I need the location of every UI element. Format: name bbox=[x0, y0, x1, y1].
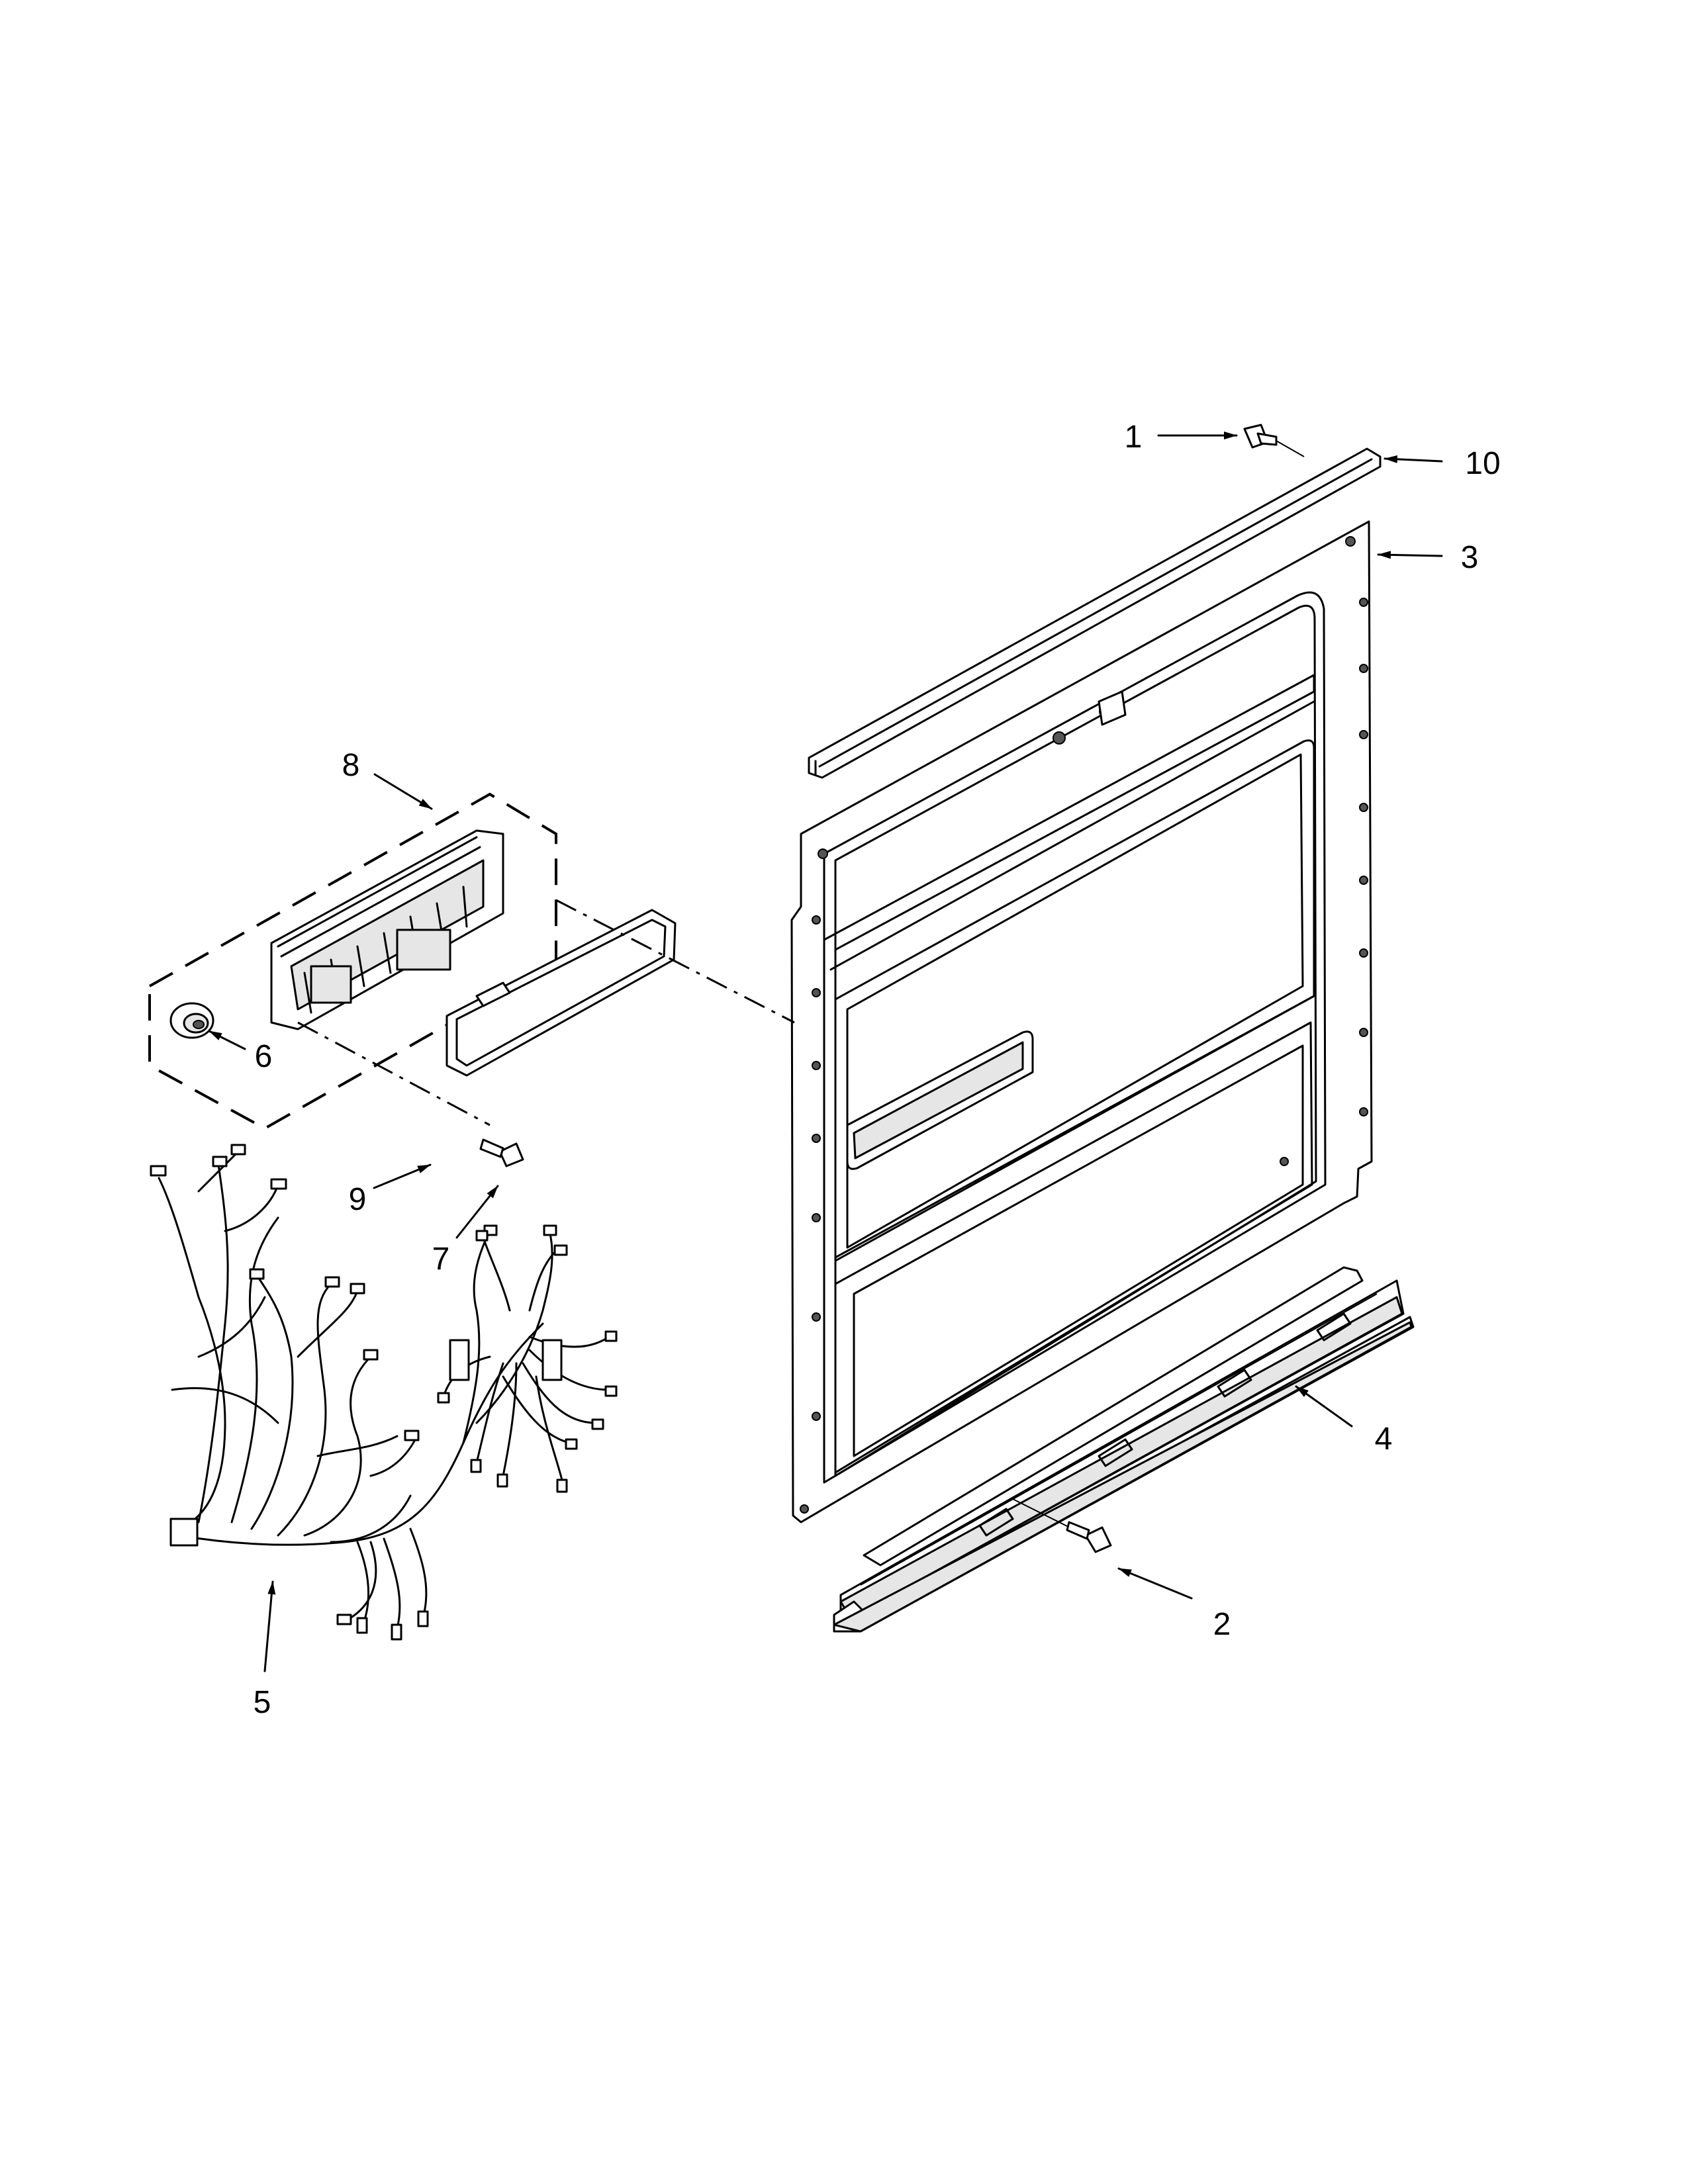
callout-4: 4 bbox=[1375, 1422, 1393, 1457]
callout-1: 1 bbox=[1125, 420, 1143, 455]
screw-part-7 bbox=[479, 1138, 524, 1167]
harness-connectors bbox=[150, 1144, 618, 1641]
wiring-harness bbox=[150, 1144, 618, 1641]
control-gasket bbox=[445, 909, 677, 1077]
callout-8: 8 bbox=[342, 748, 360, 783]
callout-9: 9 bbox=[349, 1182, 367, 1217]
callout-labels: 1 10 3 8 6 9 7 4 2 5 bbox=[254, 420, 1501, 1720]
control-module-group bbox=[148, 792, 557, 1130]
screw-part-2 bbox=[1012, 1498, 1112, 1553]
assembly-centerline-a bbox=[555, 899, 795, 1024]
door-bottom-strip bbox=[833, 1266, 1415, 1633]
door-vent-strip bbox=[808, 447, 1382, 779]
callout-10: 10 bbox=[1465, 446, 1500, 481]
callout-5: 5 bbox=[254, 1685, 271, 1720]
inner-door-panel bbox=[790, 520, 1373, 1524]
callout-7: 7 bbox=[432, 1242, 450, 1277]
callout-2: 2 bbox=[1213, 1607, 1231, 1642]
strip-hinge-blocks bbox=[978, 1312, 1352, 1537]
screw-part-1 bbox=[1243, 424, 1305, 457]
leader-arrows bbox=[208, 432, 1443, 1672]
assembly-centerline-b bbox=[297, 1021, 491, 1126]
callout-6: 6 bbox=[255, 1039, 273, 1074]
callout-3: 3 bbox=[1461, 540, 1479, 575]
control-module bbox=[270, 829, 504, 1030]
selector-knob bbox=[169, 1002, 214, 1039]
